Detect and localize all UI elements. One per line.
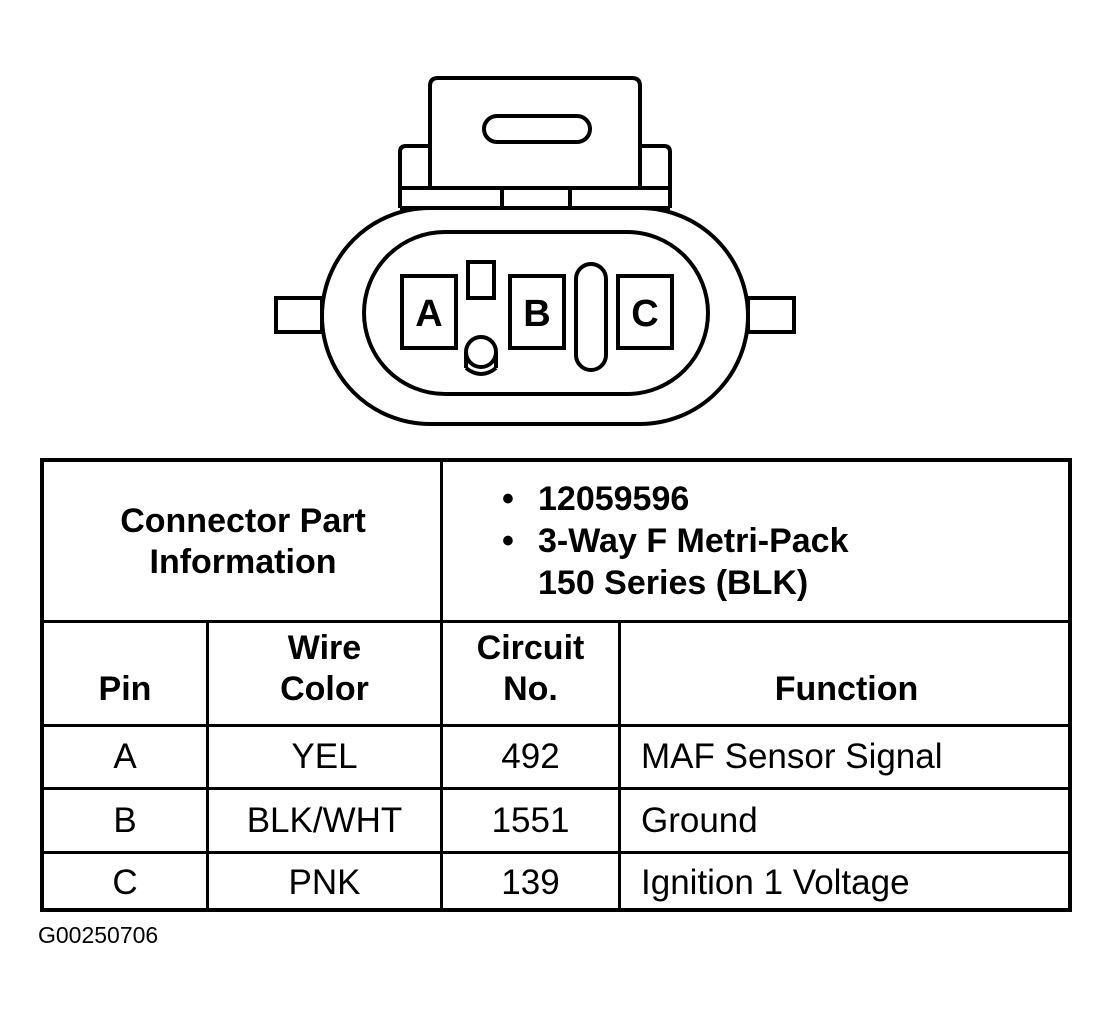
- table-cell-circuit: 492: [501, 737, 560, 776]
- connector-key-post: [464, 335, 498, 369]
- connector-right-ear: [746, 296, 796, 334]
- pin-label-b: B: [523, 293, 550, 335]
- table-cell-circuit: 139: [501, 863, 560, 902]
- part-number: 12059596: [538, 480, 690, 518]
- connector-left-ear: [274, 296, 324, 334]
- header-pin: Pin: [98, 670, 152, 708]
- header-wire-line1: Wire: [287, 629, 362, 667]
- figure-code: G00250706: [38, 922, 159, 948]
- info-label-line1: Connector Part: [120, 502, 366, 540]
- connector-tab-base: [398, 144, 672, 208]
- description-line1: 3-Way F Metri-Pack: [538, 522, 849, 560]
- connector-lock-tab: [428, 76, 642, 188]
- table-cell-wire-color: YEL: [291, 737, 358, 776]
- header-wire-line2: Color: [280, 670, 369, 708]
- connector-housing-outer: [320, 206, 750, 426]
- table-cell-wire-color: BLK/WHT: [246, 800, 403, 840]
- table-cell-pin: B: [113, 800, 137, 840]
- header-function: Function: [774, 670, 919, 708]
- connector-housing-inner: [362, 230, 710, 396]
- header-circuit-line2: No.: [503, 670, 558, 708]
- pin-label-a: A: [415, 293, 442, 335]
- pin-label-c: C: [631, 293, 658, 335]
- pin-cavity-c: [616, 274, 674, 350]
- connector-part-info-label: Connector Part Information: [44, 462, 442, 622]
- table-divider: [618, 620, 621, 912]
- bullet-glyph: •: [502, 480, 514, 518]
- table-divider: [44, 787, 1072, 790]
- table-divider: [44, 724, 1072, 727]
- connector-key-square: [466, 260, 496, 300]
- header-circuit-no: Circuit No.: [443, 623, 618, 724]
- table-cell-pin: C: [112, 863, 138, 902]
- table-cell-function: Ground: [641, 800, 758, 840]
- pinout-table: Connector Part Information • 12059596 • …: [40, 458, 1072, 912]
- header-circuit-line1: Circuit: [476, 629, 585, 667]
- description-item: • 3-Way F Metri-Pack 150 Series (BLK): [502, 520, 1072, 604]
- table-cell-function: MAF Sensor Signal: [641, 737, 943, 776]
- description-line2: 150 Series (BLK): [538, 564, 809, 602]
- pin-cavity-b: [508, 274, 566, 350]
- part-number-item: • 12059596: [502, 478, 1072, 520]
- table-divider: [206, 620, 209, 912]
- table-cell-pin: A: [113, 737, 137, 776]
- lock-tab-slot: [482, 114, 592, 144]
- table-cell-function: Ignition 1 Voltage: [641, 863, 910, 902]
- table-cell-circuit: 1551: [491, 800, 570, 840]
- info-label-line2: Information: [149, 543, 337, 581]
- table-cell-wire-color: PNK: [288, 863, 361, 902]
- pin-cavity-a: [400, 274, 458, 350]
- connector-face-diagram: A B C: [274, 76, 796, 426]
- header-wire-color: Wire Color: [209, 623, 440, 724]
- table-divider: [44, 620, 1072, 623]
- bullet-glyph: •: [502, 522, 514, 560]
- connector-part-info-value: • 12059596 • 3-Way F Metri-Pack 150 Seri…: [442, 462, 1072, 622]
- table-divider: [440, 462, 443, 912]
- connector-polarizing-rib: [574, 262, 608, 372]
- table-divider: [44, 851, 1072, 854]
